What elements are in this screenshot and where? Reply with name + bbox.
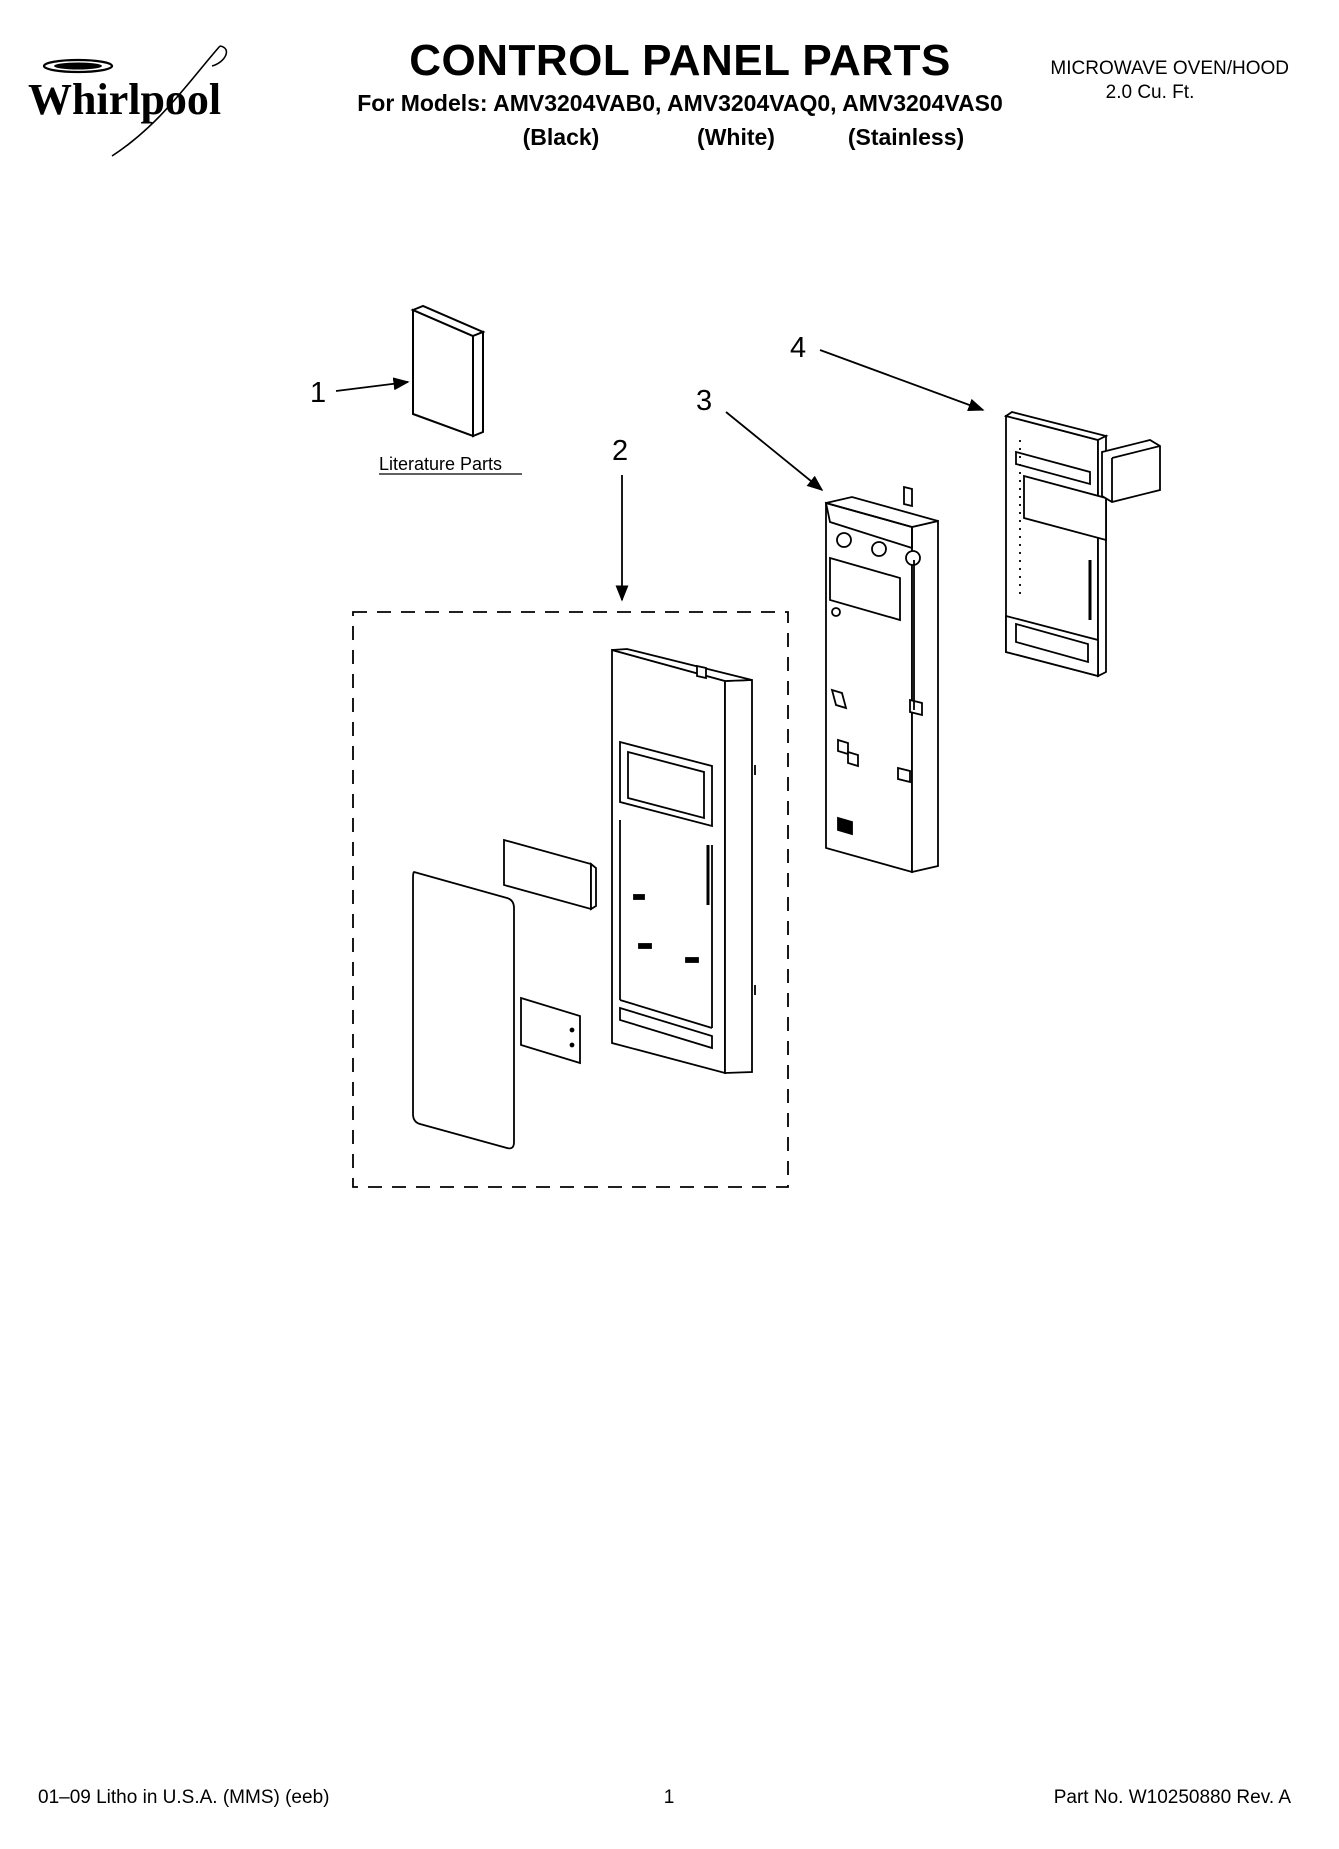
product-type: MICROWAVE OVEN/HOOD bbox=[1050, 58, 1289, 79]
callout-2: 2 bbox=[612, 435, 628, 467]
page-number: 1 bbox=[663, 1787, 675, 1808]
callout-4: 4 bbox=[790, 332, 806, 364]
footer-print-info: 01–09 Litho in U.S.A. (MMS) (eeb) bbox=[38, 1787, 330, 1808]
bracket-plate bbox=[520, 996, 581, 1065]
callout-3: 3 bbox=[696, 385, 712, 417]
literature-parts-booklet bbox=[410, 304, 486, 438]
part-number: Part No. W10250880 Rev. A bbox=[1053, 1787, 1291, 1808]
logo-wordmark: Whirlpool bbox=[28, 75, 221, 124]
control-panel-front bbox=[611, 648, 756, 1075]
electronic-control-board bbox=[1003, 411, 1161, 678]
display-window bbox=[503, 838, 597, 911]
callout-1: 1 bbox=[310, 377, 326, 409]
capacity: 2.0 Cu. Ft. bbox=[1105, 82, 1195, 103]
control-panel-assembly-box bbox=[352, 611, 789, 1188]
variant-white: (White) bbox=[697, 124, 775, 150]
control-panel-frame bbox=[824, 485, 939, 874]
whirlpool-logo: Whirlpool bbox=[28, 45, 228, 157]
variant-black: (Black) bbox=[522, 124, 600, 150]
models-line: For Models: AMV3204VAB0, AMV3204VAQ0, AM… bbox=[357, 90, 1003, 116]
variant-stainless: (Stainless) bbox=[847, 124, 965, 150]
page-title: CONTROL PANEL PARTS bbox=[409, 36, 951, 85]
literature-parts-caption: Literature Parts bbox=[379, 454, 502, 474]
keypad-overlay bbox=[412, 871, 515, 1150]
